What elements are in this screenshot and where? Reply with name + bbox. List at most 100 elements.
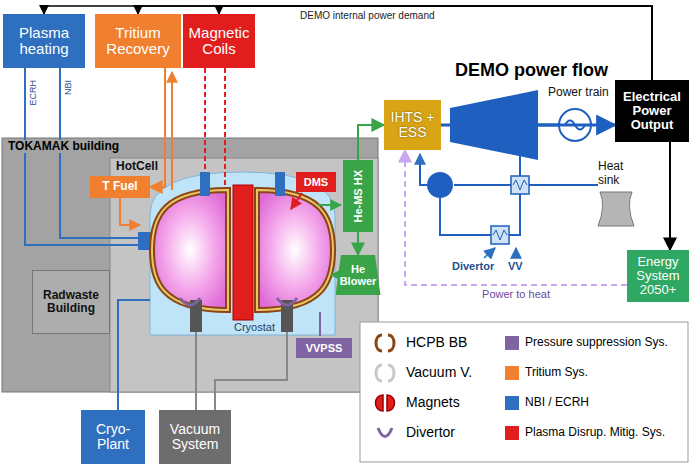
vacuum-line [195,332,197,410]
box-label: He Blower [339,263,378,287]
legend-swatch [505,366,519,380]
line-label: ECRH [28,80,38,106]
legend-symbol [370,393,400,413]
connector [358,125,384,160]
blanket [152,190,228,310]
vvpss-box: VVPSS [296,338,352,358]
connector [441,124,615,127]
central-solenoid [233,185,253,320]
legend-row: Magnets [370,392,460,414]
helium-line [318,204,341,206]
connector [138,6,652,80]
diagram-title: DEMO power flow [455,60,608,81]
vacuum-vessel [152,190,228,310]
system-box: Cryo-Plant [81,410,145,464]
dms-line [291,193,302,209]
coil-feed [224,68,226,185]
heat-sink-line [529,184,598,186]
cryo-line [118,300,150,410]
part-label: Power train [548,86,609,100]
legend-symbol [370,423,400,443]
legend-row: HCPB BB [370,332,467,354]
legend-row: Tritium Sys. [505,362,588,384]
legend-swatch [505,336,519,350]
vacuum-vessel [257,190,333,310]
vvpss-line [319,312,321,336]
legend-text: NBI / ECRH [525,396,589,409]
loop-line [454,184,511,186]
legend-text: Divertor [406,425,455,440]
coil-feed [204,68,206,172]
legend-frame [360,322,688,462]
box-label: VVPSS [306,342,343,354]
output-box: Electrical Power Output [615,80,689,142]
flow-label: DEMO internal power demand [300,10,435,22]
dms-box: DMS [296,172,336,192]
box-label: Plasma heating [6,25,82,58]
legend-row: Divertor [370,422,455,444]
part-label: Cryostat [234,321,275,334]
box-label: Electrical Power Output [618,90,686,133]
ecrh-line [25,68,138,245]
preheater-coil [493,230,507,240]
blower-box: He Blower [336,255,381,295]
box-label: DMS [304,176,328,188]
connector [357,232,359,255]
legend-text: Vacuum V. [406,365,472,380]
region-title: HotCell [113,160,161,173]
system-box: Magnetic Coils [183,14,255,68]
loop-line [509,194,520,235]
legend-row: NBI / ECRH [505,392,589,414]
hotcell-ground [110,158,378,392]
preheater [491,226,509,244]
upper-port [200,172,210,196]
legend-text: Pressure suppression Sys. [525,336,668,349]
divertor [277,298,297,305]
upper-port [275,172,285,196]
legend-text: Tritium Sys. [525,366,588,379]
legend-text: HCPB BB [406,335,467,350]
legend-row: Pressure suppression Sys. [505,332,668,354]
storage-box: IHTS + ESS [384,100,441,150]
heat-exchanger-box: He-MS HX [343,160,373,232]
building-region: TOKAMAK buildingHotCellDMS He-MS HX He Blo… [2,138,378,392]
divertor [180,298,200,305]
loop-line [420,154,427,185]
connector [44,6,652,80]
legend-row: Vacuum V. [370,362,472,384]
connector-label: Power to heat [480,288,552,301]
vv-heat [515,248,517,258]
box-label: Tritium Recovery [98,25,178,58]
fuel-line [120,198,140,225]
connector [219,6,652,80]
part-label: Divertor [452,260,494,273]
legend-swatch [505,396,519,410]
legend-symbol [370,333,400,353]
tritium-line [171,72,173,190]
loop-line [519,156,521,176]
pump [427,172,453,198]
box-label: Vacuum System [162,422,228,453]
part-label: Heat sink [598,160,648,188]
box-label: Energy System 2050+ [630,255,686,298]
system-box: Tritium Recovery [95,14,181,68]
line-label: NBI [63,80,73,95]
fuel-box: T Fuel [90,176,150,198]
legend-symbol [370,363,400,383]
region-title: TOKAMAK building [5,140,122,153]
condenser [511,176,529,194]
blanket [257,190,333,310]
building-ground [2,138,378,392]
box-label: Radwaste Building [36,289,106,315]
loop-line [440,198,491,235]
energy-box: Energy System 2050+ [627,250,689,302]
box-label: Magnetic Coils [186,25,252,58]
vacuum-line [215,332,287,410]
legend-row: Plasma Disrup. Mitig. Sys. [505,422,665,444]
divertor-heat [484,248,495,258]
system-box: Plasma heating [3,14,85,68]
connector [669,142,671,250]
legend-text: Magnets [406,395,460,410]
cooling-tower [598,192,634,226]
condenser-coil [513,180,527,190]
